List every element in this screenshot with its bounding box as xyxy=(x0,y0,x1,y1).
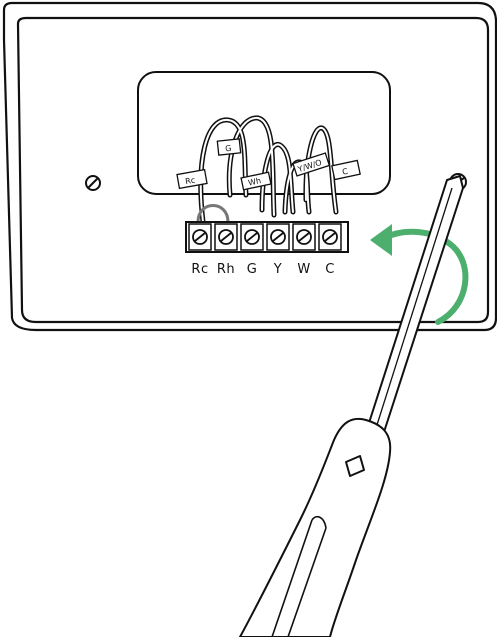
terminal-label-g: G xyxy=(247,262,258,277)
terminal-screw-c xyxy=(319,224,341,250)
terminal-screw-rh xyxy=(215,224,237,250)
screw-icon xyxy=(86,176,100,190)
terminal-label-w: W xyxy=(297,262,310,277)
terminal-label-y: Y xyxy=(273,262,282,277)
terminal-screw-w xyxy=(293,224,315,250)
wire-tag-g-label: G xyxy=(225,144,232,154)
terminal-screw-rc xyxy=(189,224,211,250)
terminal-screw-g xyxy=(241,224,263,250)
terminal-label-rh: Rh xyxy=(217,262,235,277)
terminal-screw-y xyxy=(267,224,289,250)
terminal-label-c: C xyxy=(325,262,335,277)
wire-tag-rc-label: Rc xyxy=(185,176,196,187)
wire-tag-g: G xyxy=(217,139,240,155)
terminal-label-rc: Rc xyxy=(191,262,208,277)
